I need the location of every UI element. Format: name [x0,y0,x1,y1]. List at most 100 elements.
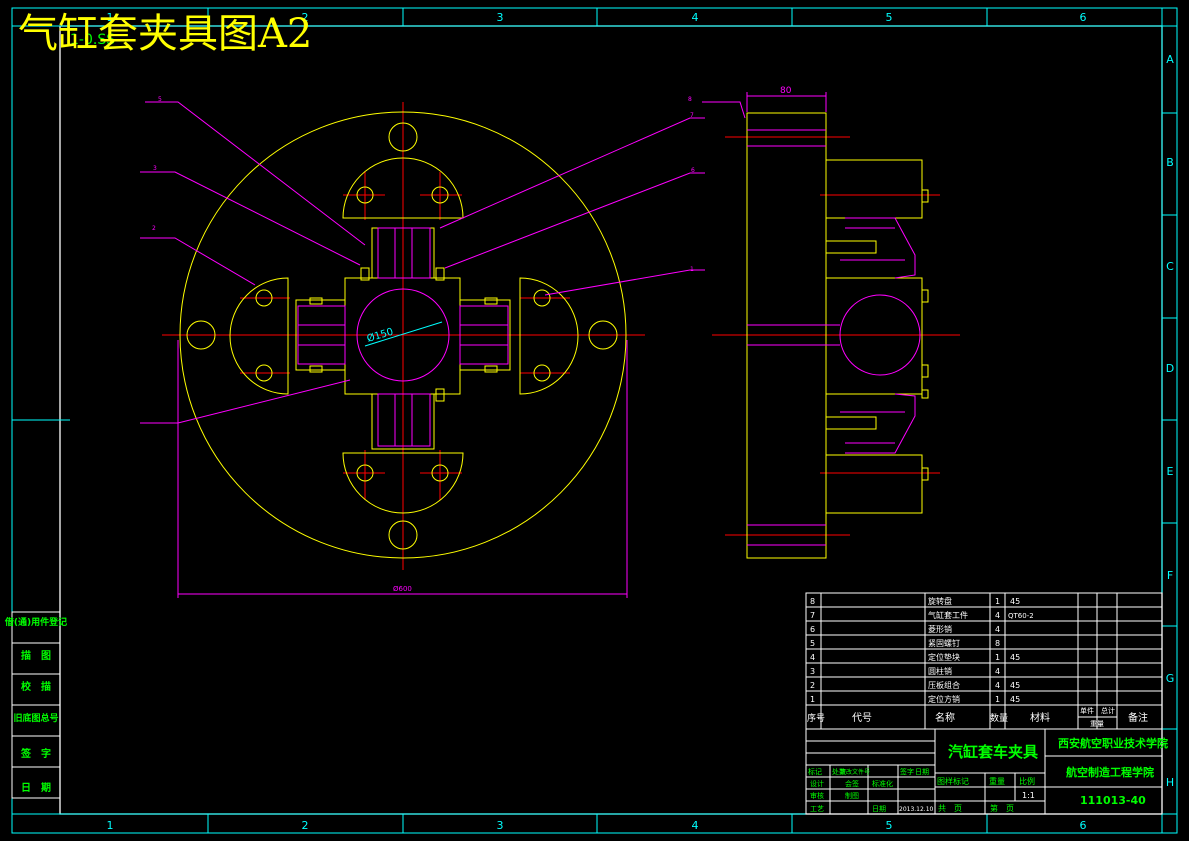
school-name: 西安航空职业技术学院 [1058,736,1168,750]
col-label: 3 [497,11,504,24]
svg-text:重量: 重量 [989,776,1005,786]
svg-text:旧底图总号: 旧底图总号 [13,712,58,724]
row-label: B [1166,156,1174,169]
svg-text:4: 4 [995,681,1000,690]
workpiece-bore [356,288,450,382]
svg-text:3: 3 [810,667,815,676]
svg-text:图样标记: 图样标记 [937,776,969,786]
left-margin-labels: 借(通)用件登记 描 图 校 描 旧底图总号 签 字 日 期 [4,616,67,794]
svg-text:4: 4 [995,611,1000,620]
leader-lines [140,101,746,424]
svg-text:1: 1 [995,653,1000,662]
svg-text:定位垫块: 定位垫块 [928,652,960,662]
row-label: H [1166,776,1174,789]
zone-labels: 1 2 3 4 5 6 1 2 3 4 5 6 A B C D E F G H [107,11,1175,832]
svg-text:定位方销: 定位方销 [928,694,960,704]
title-block-lines [805,728,1163,815]
dim-dia-600: Ø600 [393,585,412,593]
svg-text:5: 5 [810,639,815,648]
svg-text:日期: 日期 [872,805,886,813]
svg-text:更改文件号: 更改文件号 [840,768,870,776]
svg-text:比例: 比例 [1019,776,1035,786]
svg-text:8: 8 [995,639,1000,648]
svg-text:45: 45 [1010,695,1020,704]
svg-text:菱形销: 菱形销 [928,624,952,634]
svg-text:3: 3 [153,165,157,172]
dim-dia-150: Ø150 [365,326,394,345]
svg-text:5: 5 [158,96,162,103]
row-label: G [1166,672,1175,685]
col-label: 5 [886,11,893,24]
row-label: E [1167,465,1174,478]
svg-text:1: 1 [690,266,694,273]
svg-text:单件: 单件 [1080,706,1094,715]
col-label: 5 [886,819,893,832]
svg-text:签 字: 签 字 [20,747,51,760]
col-label: 1 [107,819,114,832]
drawing-number: 111013-40 [1080,794,1146,807]
svg-text:签字: 签字 [900,767,914,776]
row-label: F [1167,569,1173,582]
svg-text:材料: 材料 [1030,711,1050,724]
drawing-title: 气缸套夹具图A2 [18,11,313,57]
svg-text:8: 8 [688,96,692,103]
left-margin-block [11,611,61,799]
svg-text:第 页: 第 页 [990,803,1014,813]
svg-text:紧固螺钉: 紧固螺钉 [928,638,960,648]
svg-text:校 描: 校 描 [21,680,51,693]
svg-text:名称: 名称 [935,711,955,724]
svg-text:会签: 会签 [845,779,859,788]
balloon-labels: 5 3 2 8 7 6 1 [152,96,695,273]
row-label: C [1166,260,1174,273]
front-view: Ø150 Ø600 [162,102,645,598]
col-label: 2 [302,11,309,24]
svg-text:总计: 总计 [1101,706,1115,715]
svg-text:标记: 标记 [808,767,822,776]
svg-text:标准化: 标准化 [872,779,893,788]
svg-text:重量: 重量 [1090,720,1104,728]
svg-text:设计: 设计 [810,779,824,788]
svg-text:4: 4 [995,667,1000,676]
row-label: D [1166,362,1174,375]
bom-table-lines [805,592,1163,730]
svg-text:审核: 审核 [810,791,824,800]
svg-text:4: 4 [810,653,815,662]
product-name: 汽缸套车夹具 [948,743,1038,761]
svg-text:共 页: 共 页 [938,804,962,813]
col-label: 2 [302,819,309,832]
dim-width-80: 80 [780,86,792,96]
svg-text:压板组合: 压板组合 [928,680,960,690]
svg-text:8: 8 [810,597,815,606]
svg-text:1: 1 [995,597,1000,606]
col-label: 3 [497,819,504,832]
row-label: A [1166,53,1174,66]
side-view: 80 [712,86,960,559]
ghost-title: 1-0.SS [70,32,115,48]
svg-text:QT60-2: QT60-2 [1008,612,1034,620]
svg-text:借(通)用件登记: 借(通)用件登记 [4,616,67,628]
svg-text:45: 45 [1010,681,1020,690]
svg-text:代号: 代号 [852,712,872,724]
svg-text:1: 1 [810,695,815,704]
svg-text:工艺: 工艺 [810,805,824,813]
title-block-text: 汽缸套车夹具 西安航空职业技术学院 航空制造工程学院 111013-40 图样标… [808,736,1168,813]
col-label: 4 [692,11,699,24]
svg-text:旋转盘: 旋转盘 [928,596,952,606]
svg-text:4: 4 [995,625,1000,634]
svg-text:1: 1 [995,695,1000,704]
svg-text:6: 6 [810,625,815,634]
svg-text:序号: 序号 [807,712,825,724]
rotary-disc [179,111,627,559]
col-label: 1 [107,11,114,24]
svg-text:2: 2 [810,681,815,690]
svg-text:6: 6 [691,167,695,174]
svg-text:45: 45 [1010,597,1020,606]
col-label: 6 [1080,819,1087,832]
svg-text:45: 45 [1010,653,1020,662]
svg-text:气缸套工件: 气缸套工件 [928,610,968,620]
svg-text:描 图: 描 图 [21,649,51,662]
svg-text:备注: 备注 [1128,711,1148,724]
svg-text:日 期: 日 期 [21,781,51,794]
svg-text:2013.12.10: 2013.12.10 [899,806,934,813]
